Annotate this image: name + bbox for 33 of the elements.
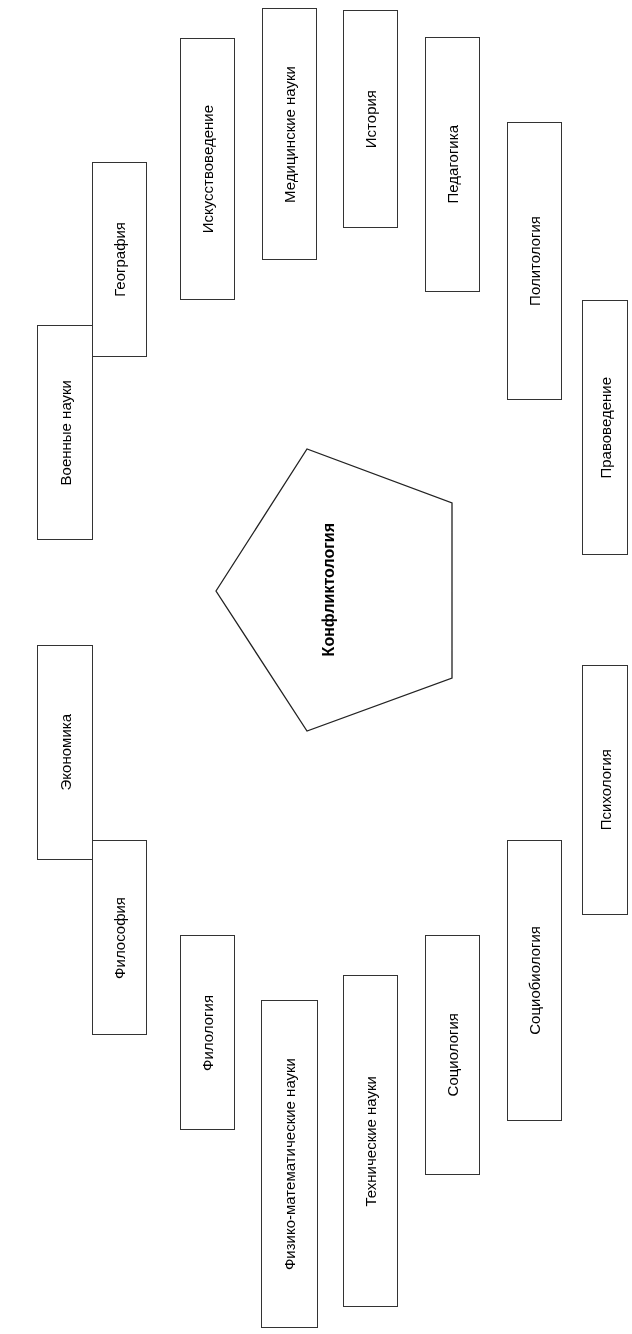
discipline-label: История [363,89,378,149]
discipline-box [507,122,562,400]
discipline-box [261,1000,318,1328]
discipline-label: Искусствоведение [200,104,215,234]
discipline-box [92,840,147,1035]
central-topic: Конфликтология [321,523,337,657]
discipline-box [582,665,628,915]
discipline-box [425,935,480,1175]
discipline-box [343,10,398,228]
discipline-box [180,935,235,1130]
discipline-label: Педагогика [445,125,460,204]
discipline-label: География [112,222,127,297]
discipline-box [507,840,562,1121]
discipline-label: Политология [527,216,542,306]
discipline-box [425,37,480,292]
discipline-box [582,300,628,555]
discipline-box [180,38,235,300]
discipline-label: Социология [445,1013,460,1097]
discipline-label: Психология [597,749,613,831]
discipline-box [92,162,147,357]
discipline-label: Филология [200,994,215,1071]
discipline-box [343,975,398,1307]
discipline-label: Медицинские науки [282,65,297,203]
discipline-label: Военные науки [57,379,73,486]
discipline-label: Физико-математические науки [282,1057,297,1271]
discipline-label: Философия [112,896,127,979]
discipline-box [37,645,93,860]
discipline-label: Технические науки [363,1075,378,1207]
discipline-label: Экономика [57,714,73,791]
discipline-box [262,8,317,260]
discipline-label: Социобиология [527,926,542,1035]
discipline-box [37,325,93,540]
discipline-label: Правоведение [597,376,613,479]
